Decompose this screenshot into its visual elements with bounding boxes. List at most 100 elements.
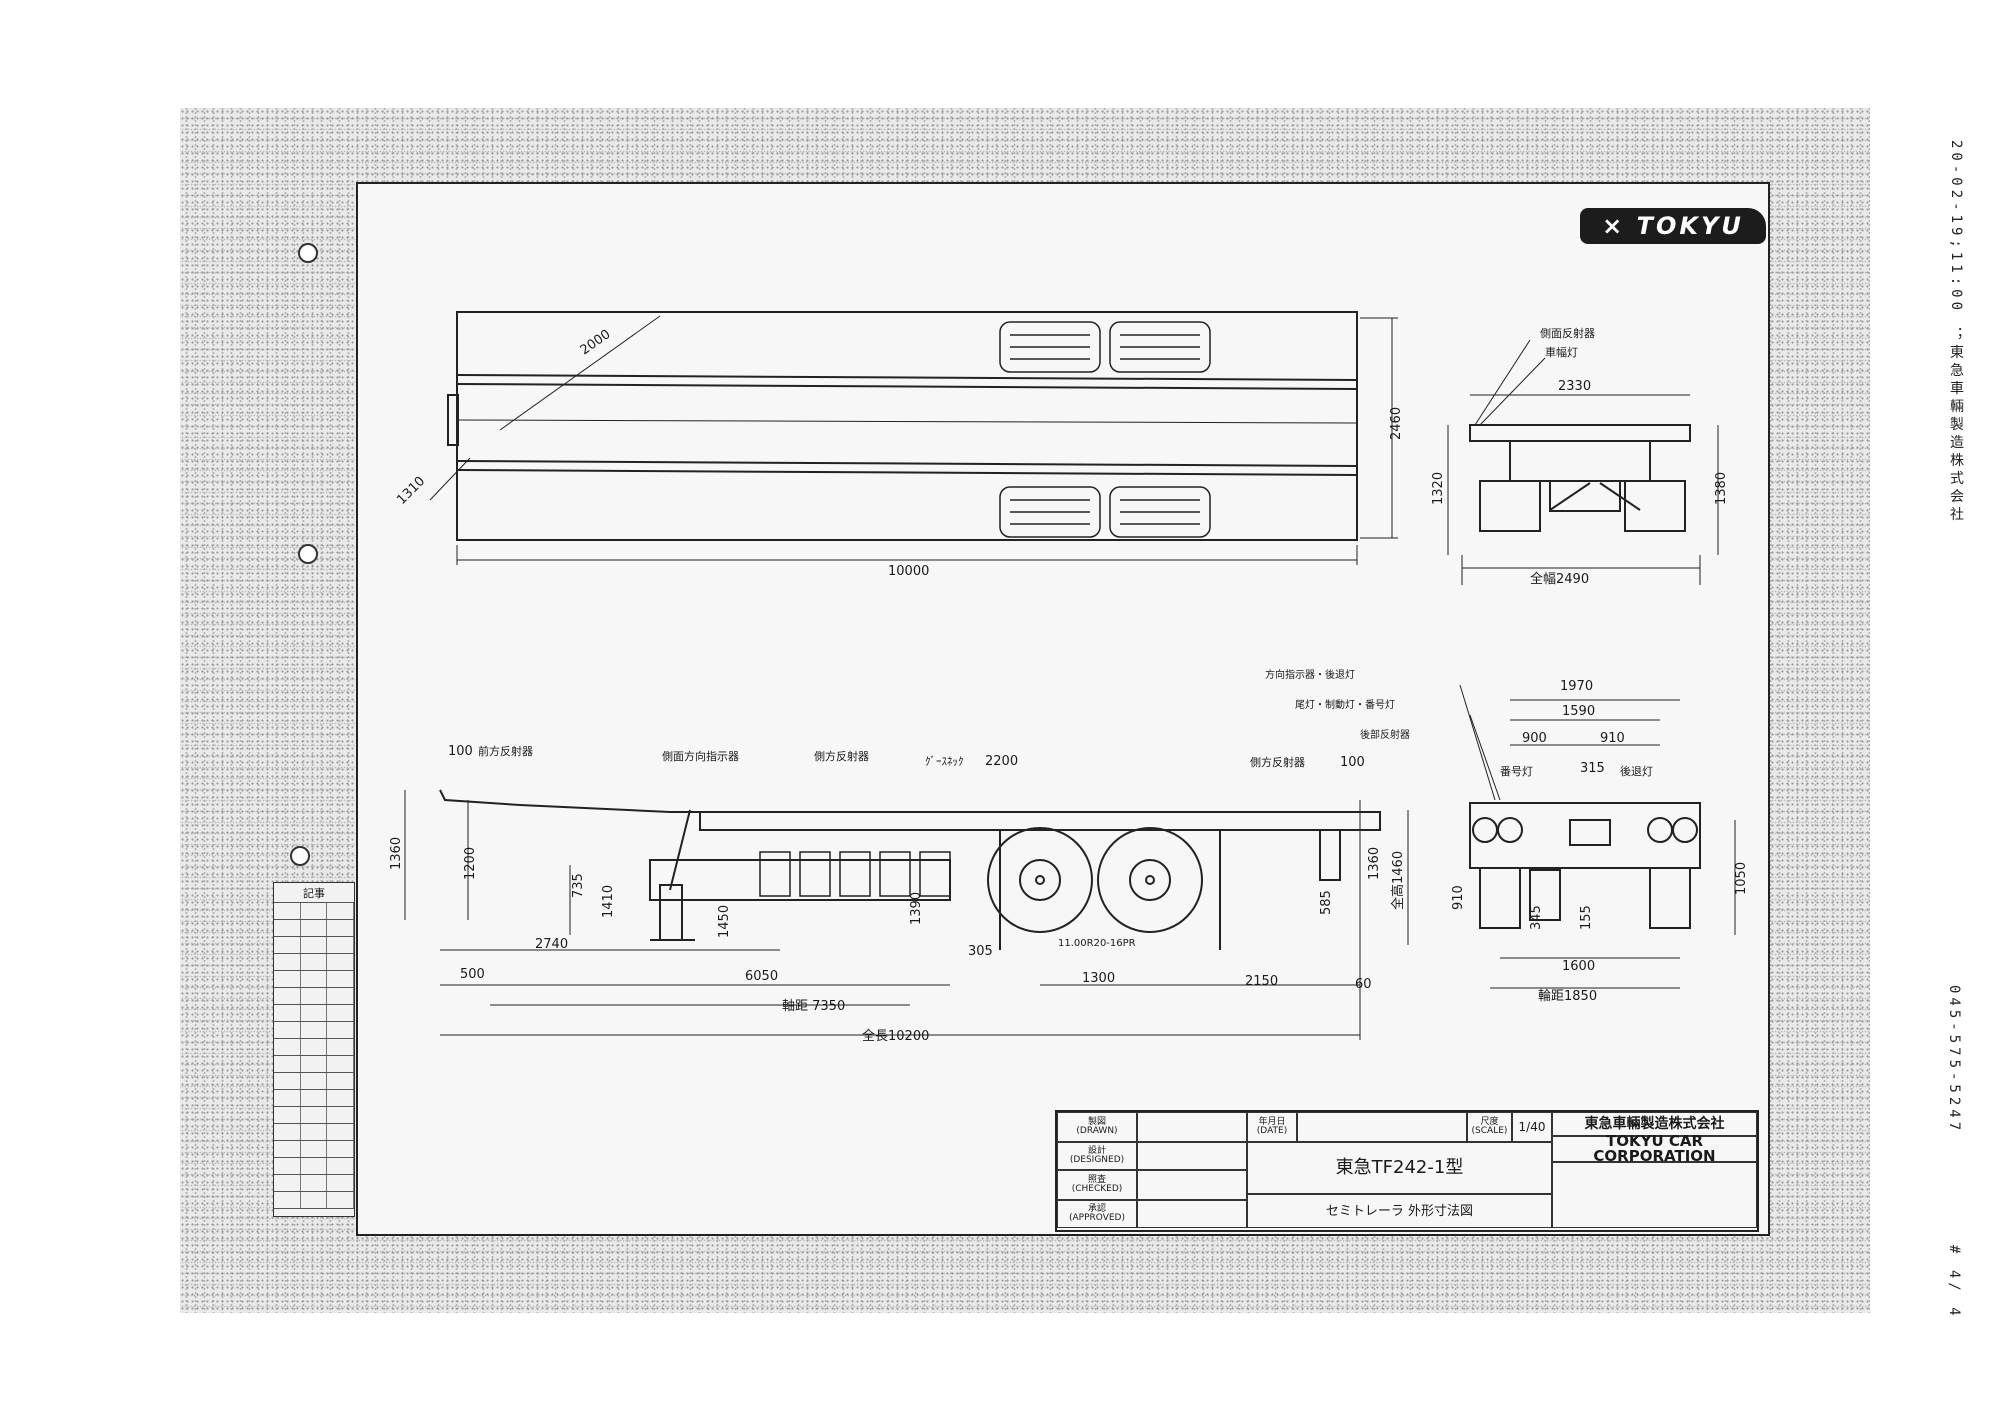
logo-text: TOKYU [1636, 212, 1744, 240]
rear-label-turn-reverse: 方向指示器・後退灯 [1265, 668, 1355, 681]
tb-drawn-label: 製図 [1087, 1117, 1106, 1127]
tb-designed-label: 設計 [1087, 1146, 1106, 1156]
rear-dim-910: 910 [1451, 885, 1466, 910]
side-dim-wheelbase: 軸距 7350 [782, 999, 845, 1014]
top-dim-2460: 2460 [1389, 407, 1404, 440]
side-dim-2200: 2200 [985, 754, 1018, 769]
side-dim-overall-length: 全長10200 [862, 1028, 929, 1044]
top-view [429, 311, 1398, 565]
rear-dim-155: 155 [1579, 905, 1594, 930]
side-label-front-reflector: 前方反射器 [478, 744, 533, 758]
tokyu-logo: ⨯ TOKYU [1580, 208, 1766, 244]
tb-designed-en: (DESIGNED) [1069, 1155, 1125, 1165]
side-label-side-reflector-2: 側方反射器 [1250, 755, 1305, 769]
rear-label-rear-reflector: 後部反射器 [1360, 728, 1410, 741]
tb-date-label: 年月日 [1258, 1117, 1286, 1127]
tb-approved-value [1137, 1200, 1247, 1228]
side-dim-1360-front: 1360 [389, 837, 404, 870]
side-dim-2150: 2150 [1245, 974, 1278, 989]
rear-label-reverse-lamp: 後退灯 [1620, 764, 1653, 778]
side-tire-size: 11.00R20-16PR [1058, 938, 1136, 949]
side-dim-500: 500 [460, 967, 485, 982]
rear-dim-1050: 1050 [1734, 862, 1749, 895]
tb-description: セミトレーラ 外形寸法図 [1247, 1194, 1552, 1228]
tb-designed: 設計(DESIGNED) [1057, 1142, 1137, 1170]
punch-hole [298, 544, 318, 564]
revision-header: 記事 [303, 886, 325, 900]
tb-approved: 承認(APPROVED) [1057, 1200, 1137, 1228]
rear-label-tail-brake: 尾灯・制動灯・番号灯 [1295, 698, 1395, 711]
tb-scale: 尺度(SCALE) [1467, 1112, 1512, 1142]
rear-dim-1600: 1600 [1562, 959, 1595, 974]
side-dim-1200: 1200 [463, 847, 478, 880]
tb-checked: 照査(CHECKED) [1057, 1170, 1137, 1200]
tb-company-en: TOKYU CAR CORPORATION [1552, 1134, 1757, 1164]
side-dim-1300: 1300 [1082, 971, 1115, 986]
tb-company-jp: 東急車輛製造株式会社 [1552, 1112, 1757, 1136]
fax-sender-text: ；東急車輛製造株式会社 [1948, 326, 1964, 525]
side-dim-1360-rear: 1360 [1367, 847, 1382, 880]
fax-page: # 4/ 4 [1946, 1245, 1962, 1320]
rear-dim-1380: 1380 [1714, 472, 1729, 505]
rear-dim-1320: 1320 [1431, 472, 1446, 505]
rear-view-bottom [1459, 684, 1736, 989]
rear-dim-345: 345 [1529, 905, 1544, 930]
tb-checked-label: 照査 [1087, 1175, 1106, 1185]
top-dim-1310: 1310 [394, 474, 428, 508]
punch-hole [298, 243, 318, 263]
rear-view-top [1447, 339, 1719, 585]
tb-drawn-en: (DRAWN) [1076, 1126, 1118, 1136]
tb-date-value [1297, 1112, 1467, 1142]
tb-drawing-no [1552, 1162, 1757, 1228]
tb-model: 東急TF242-1型 [1247, 1142, 1552, 1194]
side-dim-1410: 1410 [601, 885, 616, 918]
rear-label-clearance-lamp: 車幅灯 [1545, 345, 1578, 359]
side-label-turn-indicator: 側面方向指示器 [662, 749, 739, 763]
tb-scale-en: (SCALE) [1471, 1126, 1508, 1136]
side-label-side-reflector: 側方反射器 [814, 749, 869, 763]
side-dim-1450: 1450 [717, 905, 732, 938]
side-view [404, 789, 1409, 1040]
rear-dim-1590: 1590 [1562, 704, 1595, 719]
side-dim-305: 305 [968, 944, 993, 959]
tb-scale-label: 尺度 [1480, 1117, 1499, 1127]
drawing-frame [356, 182, 1770, 1236]
fax-timestamp-text: 20-02-19;11:00 [1948, 140, 1964, 315]
rear-dim-315: 315 [1580, 761, 1605, 776]
rear-label-number-lamp: 番号灯 [1500, 765, 1533, 778]
side-dim-100-rear: 100 [1340, 755, 1365, 770]
tb-date-en: (DATE) [1256, 1126, 1288, 1136]
rear-dim-900: 900 [1522, 731, 1547, 746]
tb-approved-en: (APPROVED) [1069, 1213, 1125, 1223]
fax-timestamp: 20-02-19;11:00 ；東急車輛製造株式会社 [1946, 140, 1966, 524]
tb-scale-value: 1/40 [1512, 1112, 1552, 1142]
side-label-100: 100 [448, 744, 473, 759]
side-dim-1390: 1390 [909, 892, 924, 925]
rear-dim-track: 輪距1850 [1538, 988, 1597, 1004]
side-dim-585: 585 [1319, 890, 1334, 915]
punch-hole [290, 846, 310, 866]
revision-block: 記事 [273, 882, 355, 1217]
rear-dim-910-top: 910 [1600, 731, 1625, 746]
tb-drawn-value [1137, 1112, 1247, 1142]
rear-dim-overall-width: 全幅2490 [1530, 571, 1589, 587]
tb-checked-en: (CHECKED) [1071, 1184, 1123, 1194]
tb-date: 年月日(DATE) [1247, 1112, 1297, 1142]
rear-dim-1970: 1970 [1560, 679, 1593, 694]
side-dim-2740: 2740 [535, 937, 568, 952]
side-label-gooseneck: ｸﾞｰｽﾈｯｸ [925, 755, 964, 768]
tb-checked-value [1137, 1170, 1247, 1200]
tb-approved-label: 承認 [1087, 1204, 1106, 1214]
fax-number: 045-575-5247 [1946, 985, 1962, 1135]
top-dim-10000: 10000 [888, 564, 929, 579]
rear-dim-2330: 2330 [1558, 379, 1591, 394]
tb-designed-value [1137, 1142, 1247, 1170]
title-block: 製図(DRAWN) 設計(DESIGNED) 照査(CHECKED) 承認(AP… [1055, 1110, 1759, 1232]
side-dim-735: 735 [571, 873, 586, 898]
tb-drawn: 製図(DRAWN) [1057, 1112, 1137, 1142]
side-dim-60: 60 [1355, 977, 1372, 992]
side-dim-6050: 6050 [745, 969, 778, 984]
side-dim-overall-height: 全高1460 [1390, 851, 1406, 910]
rear-label-side-reflector: 側面反射器 [1540, 326, 1595, 340]
